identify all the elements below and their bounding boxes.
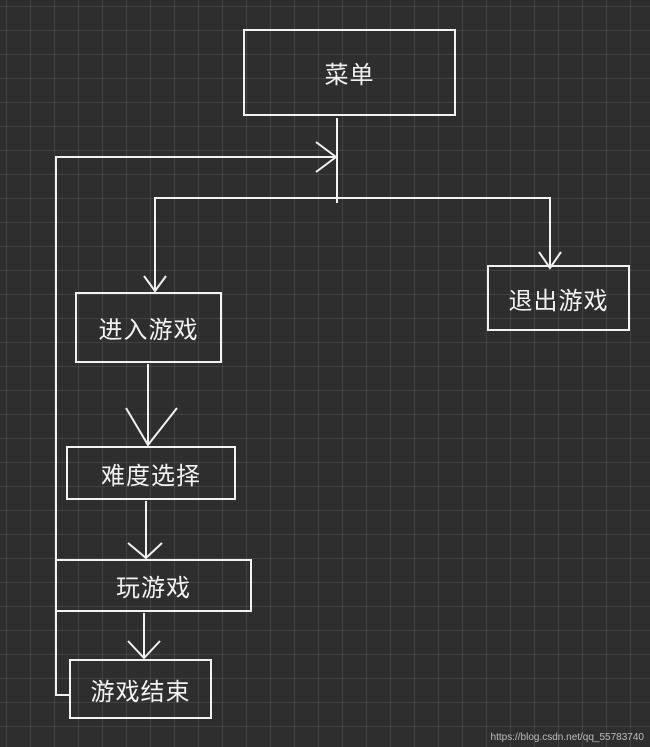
split-line	[154, 197, 551, 290]
enter-arrowhead	[143, 275, 167, 293]
play-arrowhead	[127, 542, 163, 560]
exit-arrowhead	[538, 251, 562, 270]
difficulty-select-node: 难度选择	[66, 446, 236, 500]
exit-game-node: 退出游戏	[487, 265, 630, 331]
menu-label: 菜单	[324, 61, 375, 89]
menu-node: 菜单	[243, 29, 456, 116]
difficulty-arrowhead	[125, 407, 178, 447]
play-game-label: 玩游戏	[116, 574, 191, 602]
enter-game-node: 进入游戏	[75, 292, 222, 363]
gameover-arrowhead	[127, 640, 161, 660]
play-game-node: 玩游戏	[55, 559, 252, 612]
enter-game-label: 进入游戏	[98, 316, 199, 344]
watermark-text: https://blog.csdn.net/qq_55783740	[490, 732, 644, 743]
difficulty-select-label: 难度选择	[101, 461, 201, 490]
game-over-label: 游戏结束	[90, 677, 191, 706]
exit-game-label: 退出游戏	[508, 286, 609, 315]
game-over-node: 游戏结束	[69, 659, 212, 719]
loop-back-line	[55, 156, 336, 696]
